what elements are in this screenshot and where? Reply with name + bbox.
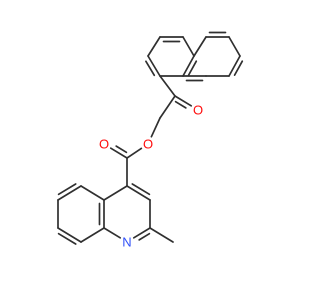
ester-carbonyl-double-bond-second-line (115, 145, 128, 154)
quinoline-bond (57, 185, 82, 201)
naphthalene-bond (228, 55, 241, 77)
naphthalene-bond-second-line (233, 60, 244, 76)
atom-label-nitrogen: N (122, 235, 131, 250)
linker-bond (159, 75, 176, 97)
naphthalene-bond (193, 36, 207, 57)
atom-label-layer: O O O N (99, 103, 203, 250)
ketone-double-bond-second-line (174, 100, 187, 109)
naphthalene-bond (228, 36, 241, 57)
quinoline-bond-second-line (57, 232, 77, 245)
bond-layer (57, 31, 244, 245)
atom-label-oxygen-ketone: O (193, 103, 203, 118)
ester-bond (126, 147, 143, 159)
ester-carbonyl-double-bond (109, 147, 128, 159)
quinoline-bond-second-line (138, 232, 151, 241)
quinoline-bond (80, 185, 105, 201)
atom-label-oxygen-carbonyl: O (99, 137, 109, 152)
naphthalene-bond (182, 55, 195, 77)
quinoline-bond (57, 227, 82, 243)
methyl-bond (149, 227, 174, 243)
quinoline-bond (132, 227, 151, 239)
quinoline-bond (80, 227, 105, 243)
quinoline-bond (103, 227, 122, 239)
naphthalene-bond (147, 55, 161, 77)
quinoline-bond (103, 185, 128, 201)
quinoline-bond-second-line (131, 183, 151, 196)
naphthalene-bond-second-line (145, 60, 156, 77)
naphthalene-bond (182, 36, 195, 57)
quinoline-bond (126, 185, 151, 201)
naphthalene-bond (147, 36, 161, 57)
naphthalene-bond-second-line (187, 60, 198, 76)
ketone-double-bond (174, 95, 193, 107)
molecule-structure-diagram: O O O N (57, 31, 244, 250)
atom-label-oxygen-ester: O (143, 137, 153, 152)
linker-bond (150, 117, 161, 138)
quinoline-bond-second-line (57, 183, 77, 196)
linker-bond (159, 95, 176, 119)
